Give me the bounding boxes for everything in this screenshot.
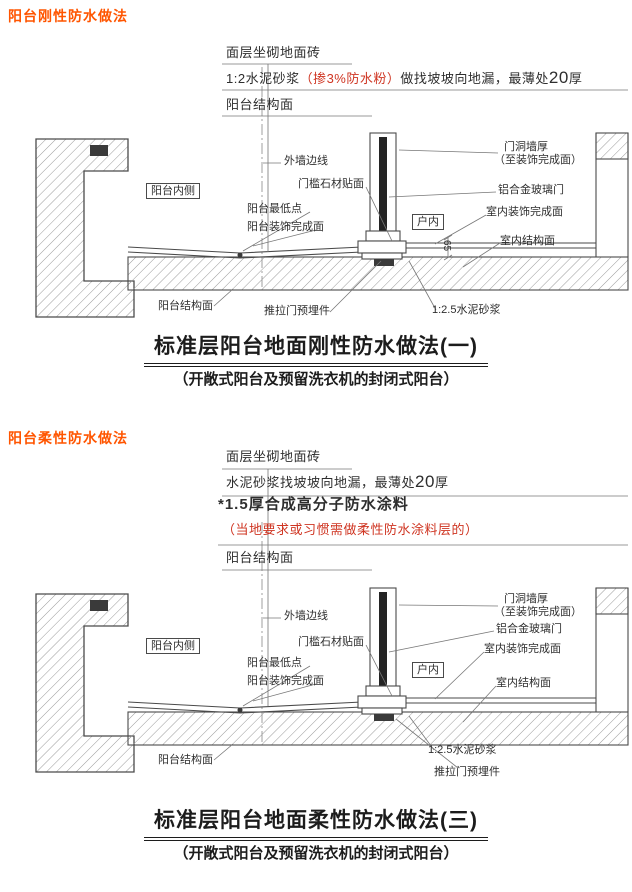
rigid-label-threshold-stone: 门槛石材贴面: [298, 178, 364, 190]
rigid-note-mortar-prefix: 1:2水泥砂浆: [226, 71, 300, 86]
flexible-label-door-wall-thickness: 门洞墙厚: [504, 593, 548, 605]
flexible-leader-lines: [213, 468, 628, 769]
flexible-label-indoor-finish-face: 室内装饰完成面: [484, 643, 561, 655]
flexible-label-aluminum-glass-door: 铝合金玻璃门: [496, 623, 562, 635]
rigid-label-balcony-structure-face: 阳台结构面: [158, 300, 213, 312]
flexible-label-balcony-inside: 阳台内侧: [146, 638, 200, 655]
flexible-label-indoor-structure-face: 室内结构面: [496, 677, 551, 689]
rigid-note-mortar-paren: （掺3%防水粉）: [299, 71, 401, 86]
flexible-label-to-decorated-face: （至装饰完成面）: [494, 606, 582, 618]
rigid-note-structure-face: 阳台结构面: [226, 97, 294, 112]
flexible-note-surface-tile: 面层坐砌地面砖: [226, 449, 321, 464]
flexible-label-lowest-point: 阳台最低点: [247, 657, 302, 669]
rigid-label-door-wall-thickness: 门洞墙厚: [504, 141, 548, 153]
rigid-note-mortar-unit: 厚: [568, 71, 583, 86]
flexible-note-membrane: *1.5厚合成高分子防水涂料: [218, 496, 409, 513]
rigid-leader-lines: [213, 63, 628, 313]
flexible-label-sliding-door-embed: 推拉门预埋件: [434, 766, 500, 778]
rigid-label-mortar-1-2-5: 1:2.5水泥砂浆: [432, 304, 501, 316]
rigid-label-indoor: 户内: [412, 214, 444, 231]
rigid-label-aluminum-glass-door: 铝合金玻璃门: [498, 184, 564, 196]
flexible-label-balcony-finish-face: 阳台装饰完成面: [247, 675, 324, 687]
flexible-label-mortar-1-2-5: 1:2.5水泥砂浆: [428, 744, 497, 756]
flexible-label-balcony-structure-face: 阳台结构面: [158, 754, 213, 766]
rigid-label-to-decorated-face: （至装饰完成面）: [494, 154, 582, 166]
flexible-label-outer-wall-line: 外墙边线: [284, 610, 328, 622]
rigid-label-balcony-finish-face: 阳台装饰完成面: [247, 221, 324, 233]
rigid-dimension-65: 65: [441, 240, 452, 252]
rigid-note-mortar-thickness: 20: [548, 68, 569, 87]
rigid-section-heading: 阳台刚性防水做法: [8, 8, 128, 24]
rigid-note-mortar-layer: 1:2水泥砂浆（掺3%防水粉）做找坡坡向地漏，最薄处20厚: [226, 68, 582, 88]
flexible-note-structure-face: 阳台结构面: [226, 550, 294, 565]
flexible-note-mortar-prefix: 水泥砂浆找坡坡向地漏，最薄处: [226, 475, 416, 490]
flexible-note-mortar-slope: 水泥砂浆找坡坡向地漏，最薄处20厚: [226, 472, 448, 492]
flexible-note-mortar-thickness: 20: [415, 472, 435, 491]
flexible-note-membrane-remark: （当地要求或习惯需做柔性防水涂料层的）: [222, 522, 479, 537]
rigid-figure-subtitle: （开敞式阳台及预留洗衣机的封闭式阳台）: [173, 371, 459, 388]
rigid-label-indoor-finish-face: 室内装饰完成面: [486, 206, 563, 218]
rigid-note-mortar-mid: 做找坡坡向地漏，最薄处: [400, 71, 549, 86]
flexible-note-mortar-unit: 厚: [434, 475, 449, 490]
flexible-label-indoor: 户内: [412, 662, 444, 679]
rigid-note-surface-tile: 面层坐砌地面砖: [226, 45, 321, 60]
rigid-label-balcony-inside: 阳台内侧: [146, 183, 200, 200]
flexible-label-threshold-stone: 门槛石材贴面: [298, 636, 364, 648]
flexible-figure-title-text: 标准层阳台地面柔性防水做法(三): [144, 804, 488, 841]
rigid-label-lowest-point: 阳台最低点: [247, 203, 302, 215]
rigid-figure-title-text: 标准层阳台地面刚性防水做法(一): [144, 330, 488, 367]
rigid-label-outer-wall-line: 外墙边线: [284, 155, 328, 167]
rigid-label-sliding-door-embed: 推拉门预埋件: [264, 305, 330, 317]
flexible-figure-title: 标准层阳台地面柔性防水做法(三): [0, 804, 632, 841]
flexible-figure-subtitle: （开敞式阳台及预留洗衣机的封闭式阳台）: [173, 845, 459, 862]
rigid-figure-title: 标准层阳台地面刚性防水做法(一): [0, 330, 632, 367]
flexible-section-heading: 阳台柔性防水做法: [8, 430, 128, 446]
rigid-label-indoor-structure-face: 室内结构面: [500, 235, 555, 247]
